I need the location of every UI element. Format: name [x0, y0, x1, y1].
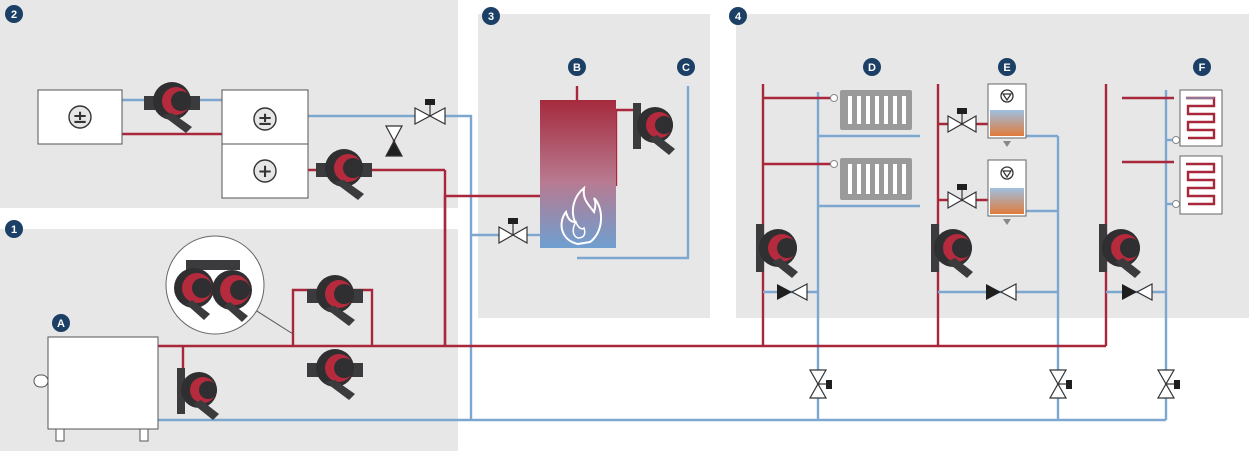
point-label-a: A: [57, 318, 65, 330]
pump-zone2-top: [144, 82, 200, 133]
motorized-valve-heater-2: [947, 184, 977, 210]
twin-pump-lower: [307, 349, 363, 400]
motorized-valve-zone3: [498, 218, 528, 245]
point-label-e: E: [1003, 62, 1010, 74]
point-badge-d: D: [863, 58, 881, 76]
zone-badge-2: 2: [5, 5, 23, 23]
point-label-d: D: [868, 62, 876, 74]
boiler: [33, 336, 159, 442]
return-valve-f: [1156, 369, 1180, 399]
zone-label-3: 3: [488, 11, 494, 23]
point-badge-c: C: [677, 58, 695, 76]
plus-minus-symbol-1: ±: [72, 107, 87, 128]
zone-label-4: 4: [735, 11, 742, 23]
point-badge-e: E: [998, 58, 1016, 76]
cold-pipes: [122, 86, 1174, 422]
twin-pump-callout: [165, 235, 294, 335]
plus-minus-icon: [68, 105, 92, 129]
plus-icon: [253, 159, 277, 183]
motorized-valve-heater-1: [947, 108, 977, 134]
pump-fan-heaters: [931, 224, 973, 278]
point-label-c: C: [682, 62, 690, 74]
zone-badge-3: 3: [482, 7, 500, 25]
fan-icon: [1000, 166, 1014, 180]
plus-minus-icon: [253, 107, 277, 131]
zone-badge-4: 4: [729, 7, 747, 25]
zone-label-1: 1: [11, 224, 17, 236]
zone-badge-1: 1: [5, 220, 23, 238]
point-badge-a: A: [52, 314, 70, 332]
floor-heating-panel-2: [1172, 155, 1223, 215]
flame-icon: [560, 185, 602, 246]
heat-source-unit-left: ±: [37, 89, 123, 145]
twin-pump-upper: [307, 275, 363, 326]
pump-zone2-bottom: [316, 149, 372, 200]
radiator-1: [830, 90, 912, 130]
heat-exchanger-unit: ± +: [221, 89, 309, 199]
plus-symbol: +: [257, 161, 272, 182]
hot-pipes: [122, 84, 1174, 380]
floor-heating-panel-1: [1172, 89, 1223, 147]
plus-minus-symbol-2: ±: [257, 109, 272, 130]
point-label-b: B: [573, 62, 581, 74]
pump-radiators: [756, 224, 798, 278]
return-valve-d: [808, 369, 832, 399]
fan-heater-1: [987, 83, 1027, 147]
radiator-2: [830, 158, 912, 200]
pump-tank: [633, 103, 675, 155]
check-valve-f: [1122, 283, 1153, 301]
fan-icon: [1000, 89, 1014, 103]
return-valve-e: [1048, 369, 1072, 399]
point-label-f: F: [1199, 62, 1206, 74]
point-badge-b: B: [568, 58, 586, 76]
check-valve-e: [986, 283, 1017, 301]
check-valve-zone2: [385, 125, 403, 157]
storage-tank: [540, 100, 616, 248]
zone-label-2: 2: [11, 9, 17, 21]
point-badge-f: F: [1193, 58, 1211, 76]
check-valve-d: [777, 283, 808, 301]
pump-floor-heating: [1099, 224, 1141, 278]
motorized-valve-zone2: [414, 99, 446, 125]
pump-boiler: [177, 368, 219, 420]
fan-heater-2: [987, 159, 1027, 225]
